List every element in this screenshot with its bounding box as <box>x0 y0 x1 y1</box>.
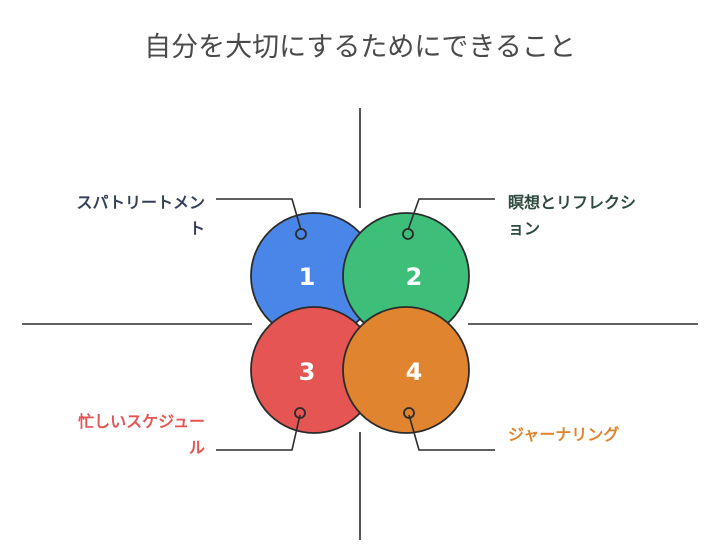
anchor-dot-2 <box>402 228 414 240</box>
leader-line-3 <box>216 414 301 451</box>
circle-number-1: 1 <box>299 263 316 291</box>
leader-lines <box>216 198 495 451</box>
label-2-line-2: ョン <box>508 219 540 238</box>
leader-line-4 <box>408 414 495 451</box>
label-3-line-2: ル <box>189 438 205 457</box>
label-3-line-1: 忙しいスケジュー <box>78 412 205 431</box>
circles <box>250 212 470 434</box>
axis-lines <box>22 108 698 540</box>
circle-number-3: 3 <box>299 358 316 386</box>
anchor-dot-3 <box>294 407 306 419</box>
label-1-line-1: スパトリートメン <box>77 193 205 212</box>
circle-number-2: 2 <box>406 263 423 291</box>
circle-4 <box>342 306 470 434</box>
circle-number-4: 4 <box>406 358 423 386</box>
leader-line-1 <box>216 198 302 231</box>
label-1-line-2: ト <box>189 219 205 238</box>
diagram-title: 自分を大切にするためにできること <box>144 32 576 63</box>
anchor-dot-4 <box>403 407 415 419</box>
anchor-dots <box>294 228 415 419</box>
label-4-line-1: ジャーナリング <box>508 425 619 444</box>
leader-line-2 <box>407 198 495 231</box>
label-2-line-1: 瞑想とリフレクシ <box>508 193 636 212</box>
anchor-dot-1 <box>295 228 307 240</box>
